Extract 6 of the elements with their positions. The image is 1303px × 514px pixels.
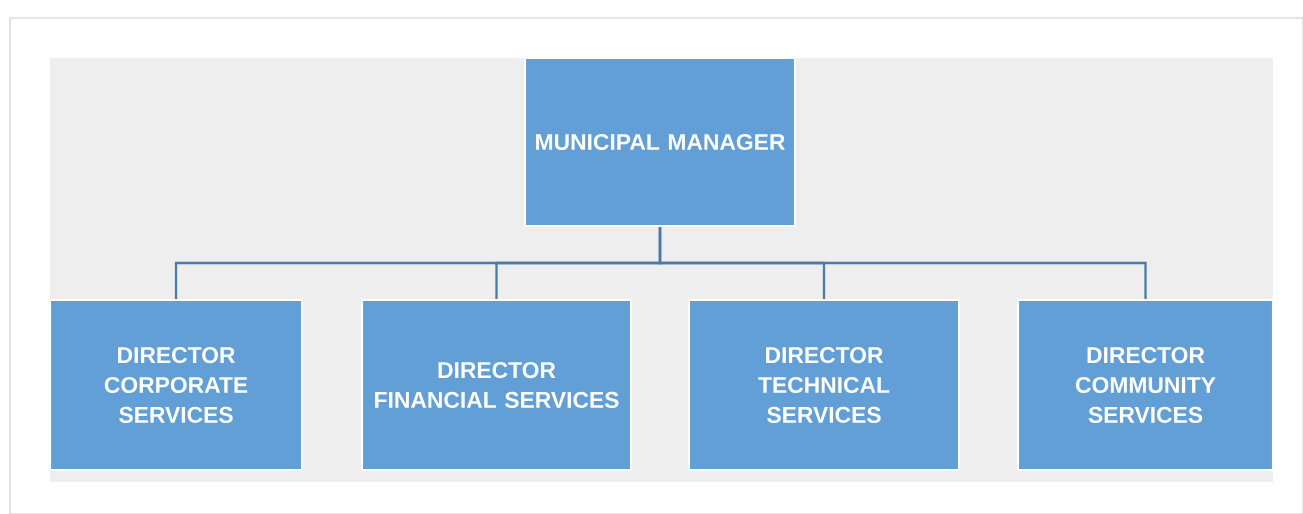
director-box: DIRECTOR CORPORATE SERVICES	[48, 298, 304, 472]
director-box: DIRECTOR COMMUNITY SERVICES	[1016, 298, 1275, 472]
director-box: DIRECTOR FINANCIAL SERVICES	[360, 298, 633, 472]
connector-line	[658, 227, 1147, 299]
director-box: DIRECTOR TECHNICAL SERVICES	[687, 298, 961, 472]
manager-box: MUNICIPAL MANAGER	[523, 56, 797, 228]
